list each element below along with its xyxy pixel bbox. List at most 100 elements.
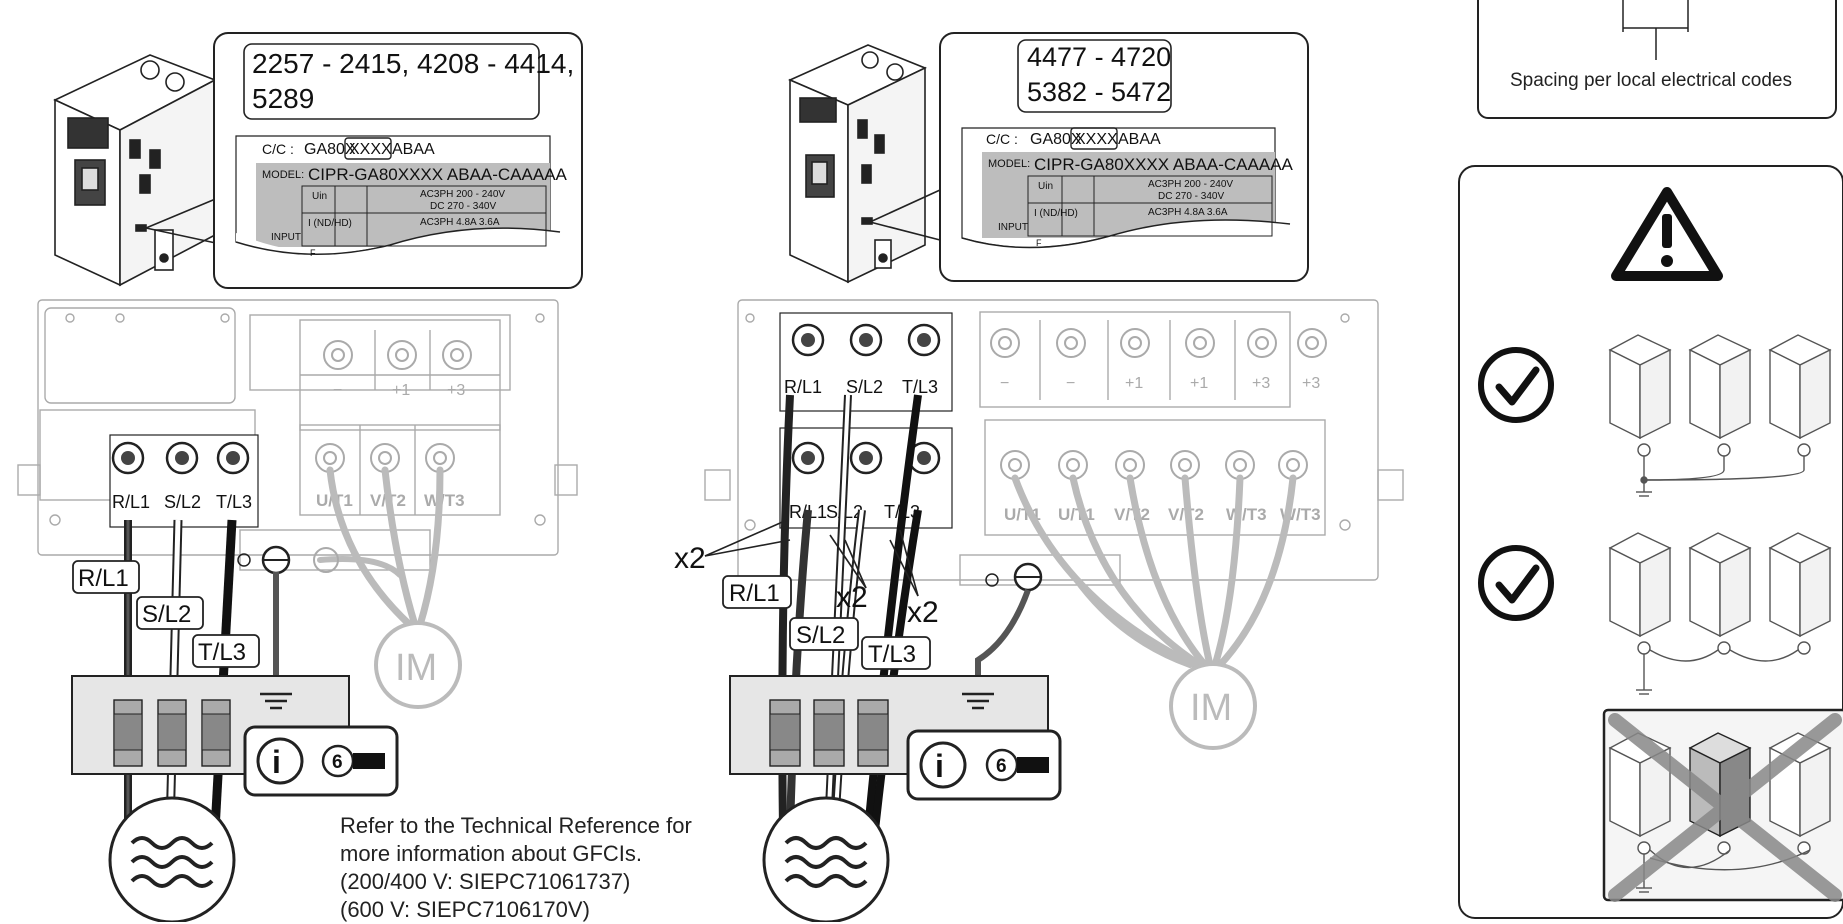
- svg-text:i: i: [935, 748, 944, 784]
- chassis-middle: [704, 299, 1404, 586]
- f-label: F: [310, 248, 316, 258]
- chassis-left: [17, 299, 578, 571]
- terminal-dc-mid-3: +1: [1125, 375, 1143, 392]
- parallel-markers: [704, 519, 919, 597]
- model-value-mid: CIPR-GA80XXXX ABAA-CAAAAA: [1034, 155, 1294, 174]
- wire-label-r-l1: R/L1: [78, 565, 129, 592]
- model-range-line2: 5289: [252, 83, 314, 114]
- model-range-line1: 2257 - 2415, 4208 - 4414,: [252, 48, 574, 79]
- x2-marker-3: x2: [907, 596, 939, 629]
- right-panel: Spacing per local electrical codes: [1458, 0, 1843, 919]
- terminal-dc-minus: −: [333, 382, 342, 399]
- x2-marker-2: x2: [836, 581, 868, 614]
- check-circle-icon-2: [1478, 545, 1554, 621]
- model-range-mid-line1: 4477 - 4720: [1027, 42, 1171, 72]
- model-label: MODEL:: [262, 169, 304, 181]
- ground-symbol-middle: [962, 692, 994, 710]
- terminal-t-l3: T/L3: [216, 492, 252, 512]
- ac-source-middle: [762, 796, 890, 922]
- motor-left: [374, 621, 462, 709]
- cores-middle: [769, 699, 889, 767]
- terminal-out-mid-2: U/T1: [1058, 505, 1095, 524]
- gfci-note-line4: (600 V: SIEPC7106170V): [340, 897, 590, 922]
- ground-symbol-left: [260, 692, 292, 710]
- check-circle-icon: [1478, 347, 1554, 423]
- gfci-note-line3: (200/400 V: SIEPC71061737): [340, 869, 631, 894]
- info-icon-mid: [919, 741, 967, 789]
- terminal-dc-mid-1: −: [1000, 375, 1009, 392]
- motor-label-middle: IM: [1190, 687, 1232, 729]
- uin-label: Uin: [312, 191, 327, 202]
- drives-row-correct-1: [1608, 334, 1832, 497]
- info-icon: [256, 737, 304, 785]
- gfci-note-line1: Refer to the Technical Reference for: [340, 813, 692, 838]
- i-label: I (ND/HD): [308, 218, 352, 229]
- terminal-dc-mid-2: −: [1066, 375, 1075, 392]
- terminal-t-l3-top: T/L3: [902, 377, 938, 397]
- terminal-r-l1-top: R/L1: [784, 377, 822, 397]
- wire-labels-middle: R/L1 S/L2 T/L3: [722, 575, 931, 670]
- motor-wires-middle: [1011, 474, 1297, 669]
- nameplate-middle: C/C : GA80X XXXX ABAA MODEL: CIPR-GA80XX…: [961, 127, 1294, 260]
- uin-label-mid: Uin: [1038, 181, 1053, 192]
- info-badge-left: i 6: [243, 725, 399, 797]
- x-cross-icon: [1608, 713, 1842, 902]
- terminal-r-l1: R/L1: [112, 492, 150, 512]
- terminal-dc-mid-6: +3: [1302, 375, 1320, 392]
- i-label-mid: I (ND/HD): [1034, 208, 1078, 219]
- x2-marker-1: x2: [674, 542, 706, 575]
- cc-code-box: XXXX: [349, 141, 392, 158]
- info-badge-middle: i 6: [906, 729, 1062, 801]
- f-label-mid: F: [1036, 238, 1042, 248]
- motor-label-left: IM: [395, 647, 437, 689]
- cc-code: GA80X: [304, 141, 356, 158]
- dc-terminals-middle: − − +1 +1 +3 +3: [990, 328, 1327, 392]
- svg-text:i: i: [272, 744, 281, 780]
- uin-value-mid-1: AC3PH 200 - 240V: [1148, 179, 1233, 190]
- uin-value-mid-2: DC 270 - 340V: [1158, 191, 1224, 202]
- wire-label-mid-s-l2: S/L2: [796, 622, 845, 649]
- wire-label-mid-r-l1: R/L1: [729, 580, 780, 607]
- wire-labels-left: R/L1 S/L2 T/L3: [72, 560, 260, 668]
- dc-terminals-left: − +1 +3: [323, 340, 472, 399]
- model-label-mid: MODEL:: [988, 158, 1030, 170]
- output-terminals-middle: U/T1 U/T1 V/T2 V/T2 W/T3 W/T3: [1000, 450, 1321, 524]
- nameplate-left: C/C : GA80X XXXX ABAA MODEL: CIPR-GA80XX…: [235, 135, 568, 260]
- uin-value-2: DC 270 - 340V: [430, 201, 496, 212]
- wire-label-t-l3: T/L3: [198, 639, 246, 666]
- middle-panel: 4477 - 4720 5382 - 5472 C/C : GA80X XXXX…: [674, 32, 1404, 922]
- terminal-dc-plus1: +1: [392, 382, 410, 399]
- motor-wires-left: [317, 466, 444, 629]
- info-number-middle: 6: [996, 756, 1007, 777]
- cores-left: [113, 699, 231, 767]
- drives-row-correct-2: [1608, 532, 1832, 695]
- gfci-note: Refer to the Technical Reference for mor…: [340, 812, 740, 924]
- cc-label: C/C :: [262, 141, 294, 157]
- terminal-out-mid-3: V/T2: [1114, 505, 1150, 524]
- motor-middle: [1169, 662, 1257, 750]
- cc-code-end-mid: ABAA: [1118, 131, 1161, 148]
- model-value: CIPR-GA80XXXX ABAA-CAAAAA: [308, 165, 568, 184]
- spacing-text: Spacing per local electrical codes: [1510, 70, 1792, 91]
- input-label-mid: INPUT: [998, 222, 1028, 233]
- cc-code-end: ABAA: [392, 141, 435, 158]
- drive-illustration-middle: [788, 44, 927, 284]
- left-panel: 2257 - 2415, 4208 - 4414, 5289 C/C : GA8…: [17, 32, 583, 922]
- gfci-note-line2: more information about GFCIs.: [340, 841, 643, 866]
- ac-source-left: [108, 796, 236, 922]
- wire-label-mid-t-l3: T/L3: [868, 641, 916, 668]
- terminal-s-l2: S/L2: [164, 492, 201, 512]
- warning-triangle-icon: [1611, 187, 1723, 281]
- terminal-w-t3: W/T3: [424, 491, 465, 510]
- input-label: INPUT: [271, 232, 301, 243]
- terminal-s-l2-top: S/L2: [846, 377, 883, 397]
- terminal-dc-mid-5: +3: [1252, 375, 1270, 392]
- i-value: AC3PH 4.8A 3.6A: [420, 217, 500, 228]
- info-number-left: 6: [332, 752, 343, 773]
- terminal-out-mid-5: W/T3: [1226, 505, 1267, 524]
- drive-illustration-left: [53, 54, 217, 287]
- cc-code-mid: GA80X: [1030, 131, 1082, 148]
- terminal-dc-plus3: +3: [447, 382, 465, 399]
- uin-value-1: AC3PH 200 - 240V: [420, 189, 505, 200]
